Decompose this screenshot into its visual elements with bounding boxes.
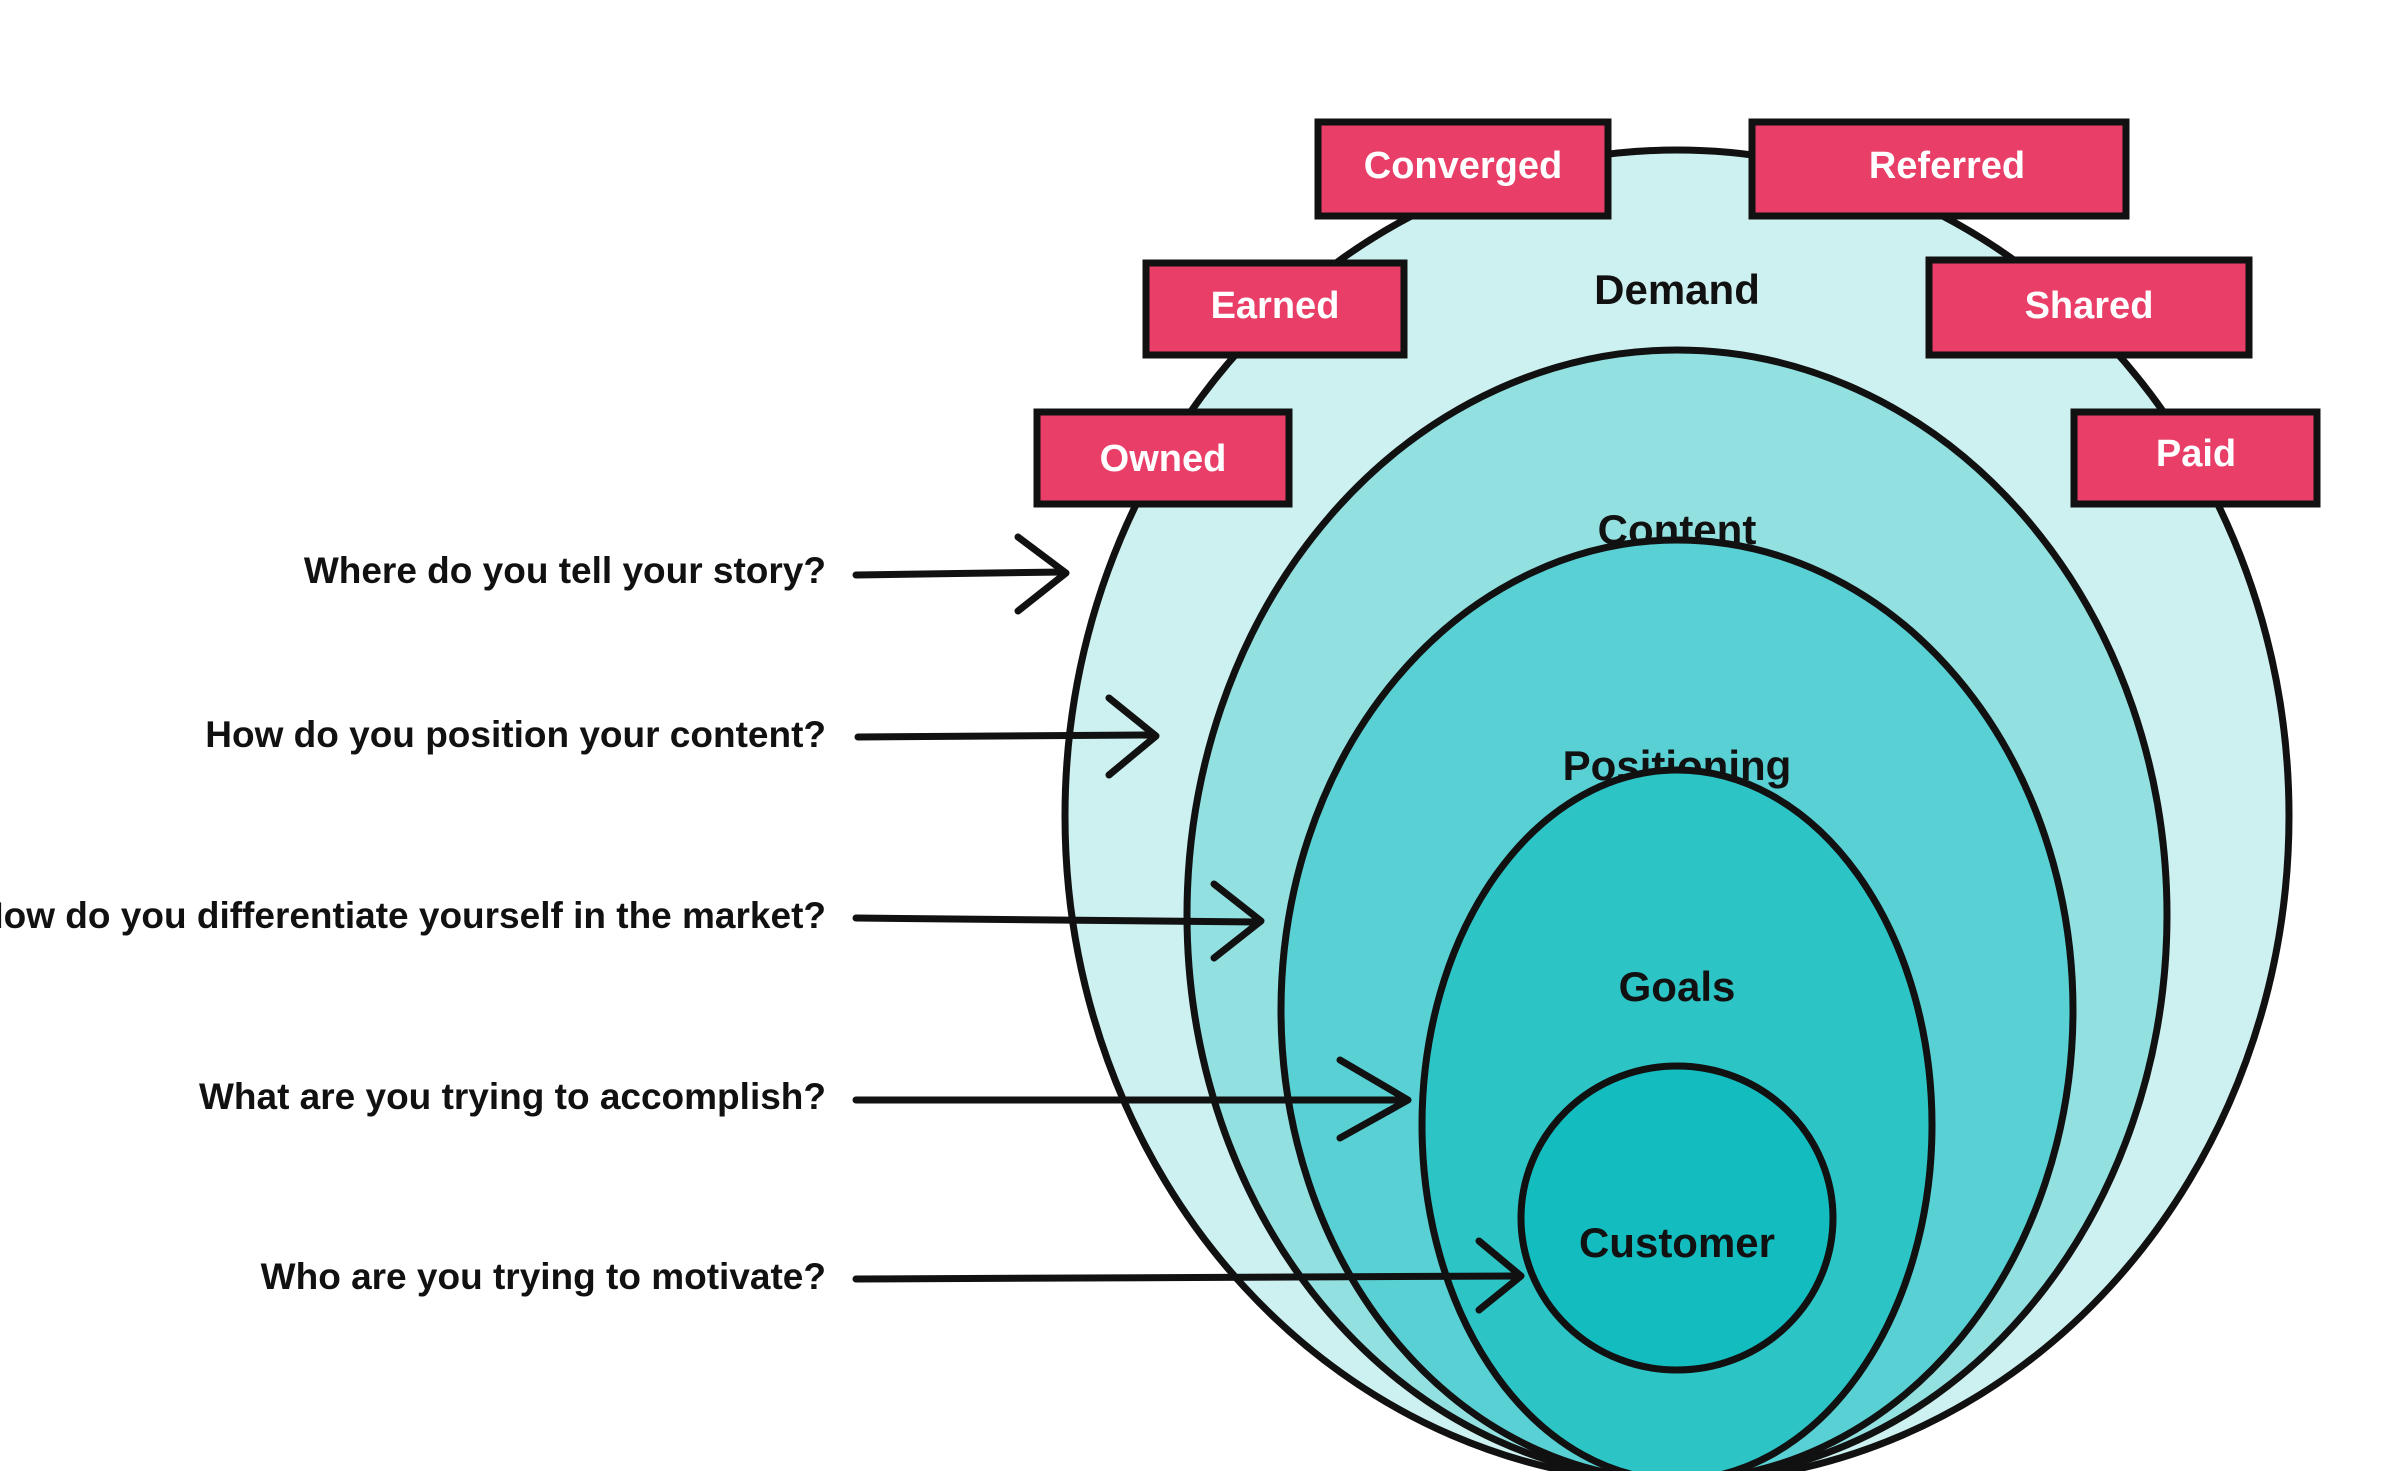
channel-tag-paid-label: Paid [2156, 433, 2236, 475]
channel-tag-shared-box [1925, 256, 2253, 359]
question-position-arrow [854, 694, 1160, 779]
question-motivate-arrow [852, 1237, 1525, 1314]
channel-tag-owned-label: Owned [1100, 438, 1227, 480]
channel-tag-converged-box [1314, 118, 1612, 220]
question-differentiate: How do you differentiate yourself in the… [0, 880, 1265, 962]
channel-tag-earned: Earned [1142, 259, 1408, 359]
channel-tag-paid-box [2070, 408, 2321, 508]
layer-customer-label: Customer [1579, 1219, 1775, 1266]
question-accomplish: What are you trying to accomplish? [199, 1056, 1412, 1142]
channel-tag-converged: Converged [1314, 118, 1612, 220]
question-accomplish-arrow [852, 1056, 1412, 1142]
question-position-text: How do you position your content? [205, 714, 826, 755]
layer-customer-ring [1517, 1062, 1837, 1374]
channel-tag-shared-label: Shared [2025, 285, 2154, 327]
layer-demand-label: Demand [1594, 266, 1760, 313]
layer-goals-label: Goals [1619, 963, 1736, 1010]
channel-tag-referred: Referred [1748, 118, 2130, 220]
channel-tag-converged-label: Converged [1364, 145, 1562, 187]
channel-tag-earned-box [1142, 259, 1408, 359]
question-story: Where do you tell your story? [304, 533, 1070, 615]
question-accomplish-text: What are you trying to accomplish? [199, 1076, 826, 1117]
layer-customer: Customer [1517, 1062, 1837, 1374]
channel-tag-owned-box [1033, 408, 1293, 508]
channel-tag-owned: Owned [1033, 408, 1293, 508]
question-story-text: Where do you tell your story? [304, 550, 826, 591]
channel-tag-shared: Shared [1925, 256, 2253, 359]
channel-tag-referred-label: Referred [1869, 145, 2025, 187]
question-differentiate-text: How do you differentiate yourself in the… [0, 895, 826, 936]
channel-tag-referred-box [1748, 118, 2130, 220]
channel-tag-paid: Paid [2070, 408, 2321, 508]
question-position: How do you position your content? [205, 694, 1160, 779]
question-differentiate-arrow [852, 880, 1265, 962]
channel-tag-earned-label: Earned [1211, 285, 1340, 327]
question-motivate-text: Who are you trying to motivate? [261, 1256, 826, 1297]
question-motivate: Who are you trying to motivate? [261, 1237, 1525, 1314]
question-story-arrow [852, 533, 1070, 615]
